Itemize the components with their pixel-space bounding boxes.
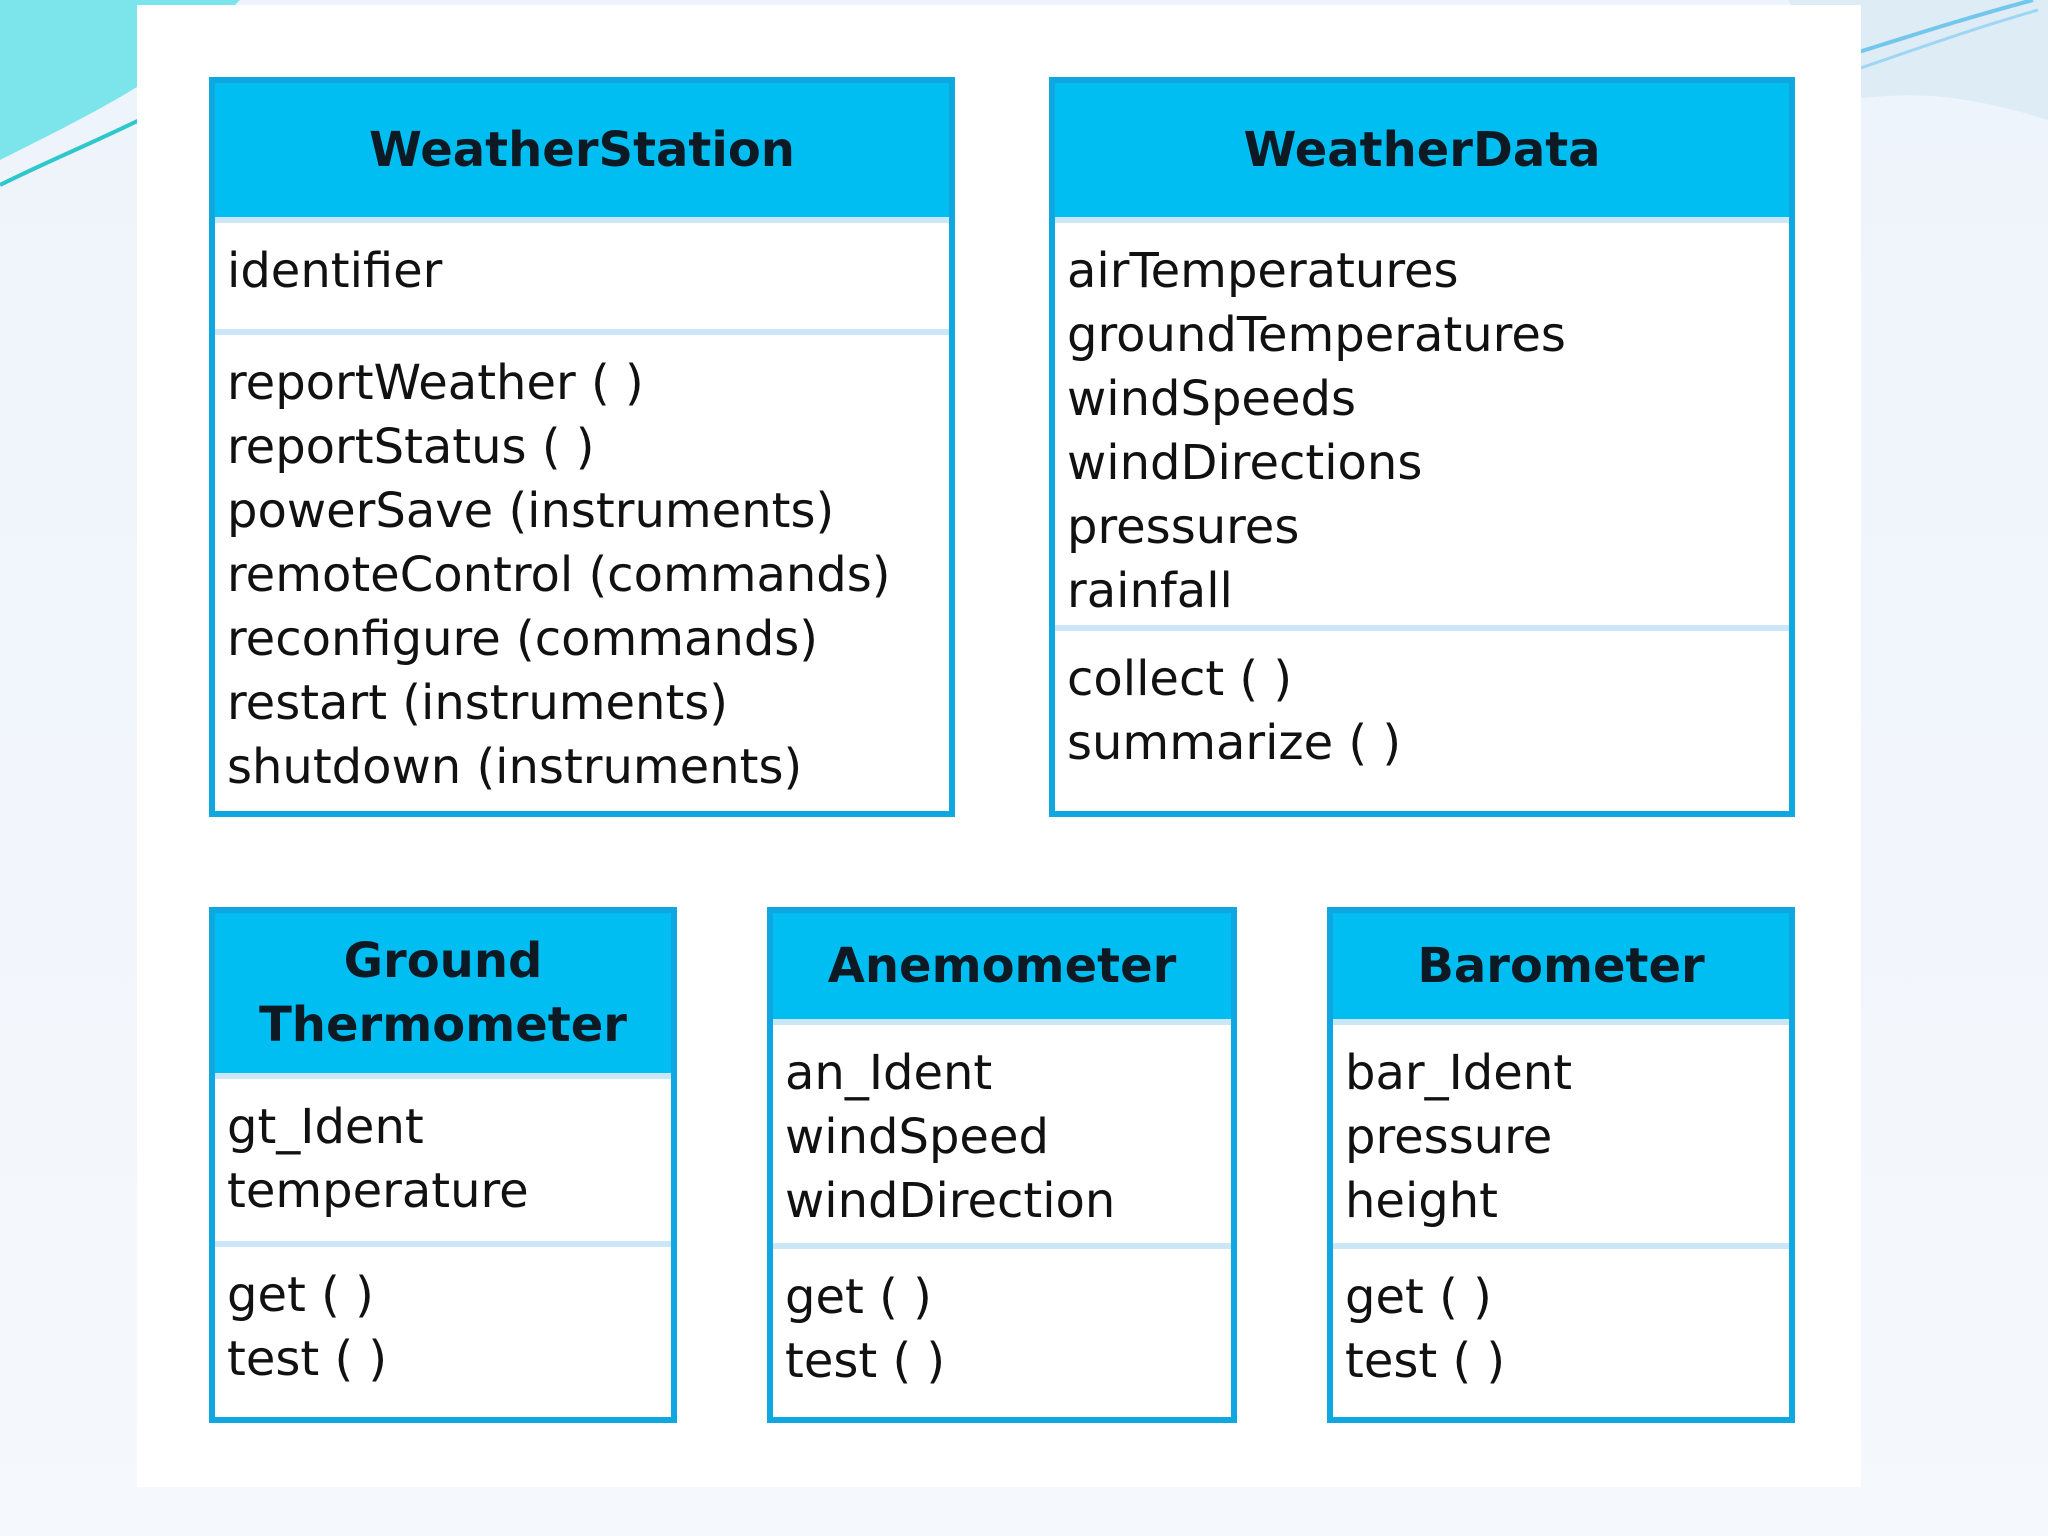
barometer-attribute: bar_Ident (1345, 1045, 1573, 1101)
weather-data-attribute: rainfall (1067, 563, 1233, 619)
weather-station-operation: reportStatus ( ) (227, 419, 595, 475)
barometer-title: Barometer (1417, 938, 1705, 994)
ground-thermometer-operations: get ( ) test ( ) (215, 1247, 671, 1417)
anemometer-attribute: an_Ident (785, 1045, 993, 1101)
ground-thermometer-operation: get ( ) (227, 1267, 374, 1323)
weather-data-class: WeatherData airTemperatures groundTemper… (1049, 77, 1795, 817)
weather-data-operations: collect ( ) summarize ( ) (1055, 631, 1789, 811)
ground-thermometer-header: Ground Thermometer (215, 913, 671, 1079)
anemometer-attribute: windSpeed (785, 1109, 1049, 1165)
weather-station-operation: reportWeather ( ) (227, 355, 644, 411)
weather-data-attribute: windSpeeds (1067, 371, 1356, 427)
barometer-operations: get ( ) test ( ) (1333, 1249, 1789, 1417)
weather-station-title: WeatherStation (369, 122, 795, 178)
weather-station-header: WeatherStation (215, 83, 949, 223)
ground-thermometer-class: Ground Thermometer gt_Ident temperature … (209, 907, 677, 1423)
ground-thermometer-attribute: temperature (227, 1163, 529, 1219)
ground-thermometer-attribute: gt_Ident (227, 1099, 424, 1155)
barometer-operation: get ( ) (1345, 1269, 1492, 1325)
anemometer-header: Anemometer (773, 913, 1231, 1025)
barometer-operation: test ( ) (1345, 1333, 1506, 1389)
anemometer-class: Anemometer an_Ident windSpeed windDirect… (767, 907, 1237, 1423)
barometer-class: Barometer bar_Ident pressure height get … (1327, 907, 1795, 1423)
weather-data-attribute: windDirections (1067, 435, 1423, 491)
ground-thermometer-title-line2: Thermometer (259, 997, 627, 1053)
weather-station-attributes: identifier (215, 223, 949, 335)
anemometer-attribute: windDirection (785, 1173, 1116, 1229)
anemometer-operations: get ( ) test ( ) (773, 1249, 1231, 1417)
diagram-panel: WeatherStation identifier reportWeather … (137, 5, 1861, 1487)
barometer-attributes: bar_Ident pressure height (1333, 1025, 1789, 1249)
weather-station-class: WeatherStation identifier reportWeather … (209, 77, 955, 817)
weather-data-operation: summarize ( ) (1067, 715, 1402, 771)
weather-station-attribute: identifier (227, 243, 443, 299)
anemometer-attributes: an_Ident windSpeed windDirection (773, 1025, 1231, 1249)
barometer-attribute: height (1345, 1173, 1498, 1229)
weather-station-operations: reportWeather ( ) reportStatus ( ) power… (215, 335, 949, 811)
weather-station-operation: shutdown (instruments) (227, 739, 803, 795)
anemometer-title: Anemometer (827, 938, 1177, 994)
anemometer-operation: test ( ) (785, 1333, 946, 1389)
weather-data-title: WeatherData (1243, 122, 1601, 178)
weather-data-attribute: airTemperatures (1067, 243, 1459, 299)
weather-data-header: WeatherData (1055, 83, 1789, 223)
ground-thermometer-operation: test ( ) (227, 1331, 388, 1387)
weather-data-attributes: airTemperatures groundTemperatures windS… (1055, 223, 1789, 631)
weather-data-operation: collect ( ) (1067, 651, 1293, 707)
weather-data-attribute: pressures (1067, 499, 1300, 555)
weather-station-operation: remoteControl (commands) (227, 547, 891, 603)
weather-station-operation: powerSave (instruments) (227, 483, 835, 539)
barometer-header: Barometer (1333, 913, 1789, 1025)
weather-station-operation: reconfigure (commands) (227, 611, 819, 667)
weather-station-operation: restart (instruments) (227, 675, 728, 731)
barometer-attribute: pressure (1345, 1109, 1553, 1165)
ground-thermometer-title-line1: Ground (343, 933, 543, 989)
weather-data-attribute: groundTemperatures (1067, 307, 1566, 363)
ground-thermometer-attributes: gt_Ident temperature (215, 1079, 671, 1247)
anemometer-operation: get ( ) (785, 1269, 932, 1325)
